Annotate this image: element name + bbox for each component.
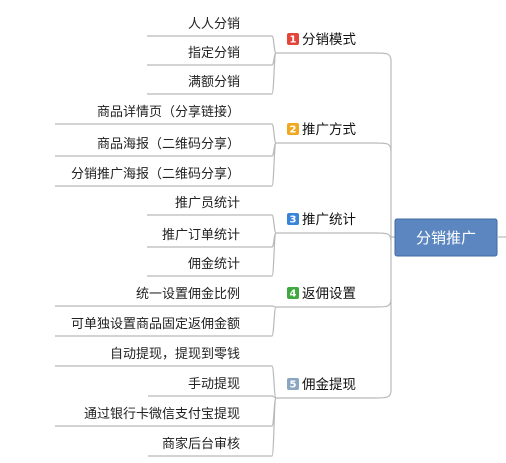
leaf-label[interactable]: 商家后台审核	[162, 436, 240, 452]
leaf-label[interactable]: 指定分销	[188, 46, 240, 61]
leaf-connector	[271, 305, 277, 308]
branch-label[interactable]: 佣金提现	[302, 377, 356, 393]
badge-number: 5	[290, 380, 297, 391]
leaf-connector	[271, 123, 277, 144]
connector-lines	[55, 35, 395, 457]
leaf-label[interactable]: 推广订单统计	[162, 228, 240, 243]
root-node[interactable]: 分销推广	[394, 218, 506, 257]
badge-box	[287, 123, 299, 135]
leaf-connector	[271, 52, 277, 95]
leaf-label[interactable]: 人人分销	[188, 17, 240, 32]
badge-box	[287, 378, 299, 390]
leaf-connector	[271, 35, 277, 54]
badge-number: 3	[290, 215, 297, 226]
branch-connector	[374, 298, 392, 308]
branch-connector	[374, 389, 392, 399]
leaf-label[interactable]: 满额分销	[188, 75, 240, 90]
branch-number-badge: 2	[287, 123, 299, 136]
leaf-connector	[271, 365, 277, 399]
branch-connector	[374, 232, 392, 242]
leaf-label[interactable]: 手动提现	[188, 376, 240, 392]
badge-number: 1	[290, 35, 297, 46]
badge-box	[287, 33, 299, 45]
branch-number-badge: 3	[287, 213, 299, 226]
badge-number: 2	[290, 125, 297, 136]
leaf-label[interactable]: 分销推广海报（二维码分享）	[71, 166, 240, 182]
leaf-connector	[271, 232, 277, 277]
leaf-connector	[271, 306, 277, 337]
leaf-label[interactable]: 自动提现，提现到零钱	[110, 346, 240, 362]
branch-connector	[374, 142, 392, 152]
leaf-label[interactable]: 商品海报（二维码分享）	[97, 136, 240, 152]
leaf-label[interactable]: 通过银行卡微信支付宝提现	[84, 406, 240, 422]
badge-box	[287, 287, 299, 299]
leaf-label[interactable]: 商品详情页（分享链接）	[97, 104, 240, 120]
leaf-connector	[271, 214, 277, 234]
leaf-label[interactable]: 推广员统计	[175, 196, 240, 211]
leaf-connector	[271, 142, 277, 187]
leaf-connector	[271, 397, 277, 457]
leaf-label[interactable]: 可单独设置商品固定返佣金额	[71, 316, 240, 332]
badge-box	[287, 213, 299, 225]
leaf-label[interactable]: 统一设置佣金比例	[136, 286, 240, 302]
root-label: 分销推广	[416, 229, 476, 247]
branch-label[interactable]: 推广方式	[302, 122, 356, 138]
branch-label[interactable]: 返佣设置	[302, 286, 356, 302]
badge-number: 4	[290, 289, 297, 300]
branch-number-badge: 5	[287, 378, 299, 391]
branch-label[interactable]: 分销模式	[302, 32, 356, 48]
branch-label[interactable]: 推广统计	[302, 212, 356, 228]
leaf-label[interactable]: 佣金统计	[188, 256, 240, 272]
branch-connector	[374, 52, 392, 62]
branch-number-badge: 1	[287, 33, 299, 46]
branch-number-badge: 4	[287, 287, 299, 300]
